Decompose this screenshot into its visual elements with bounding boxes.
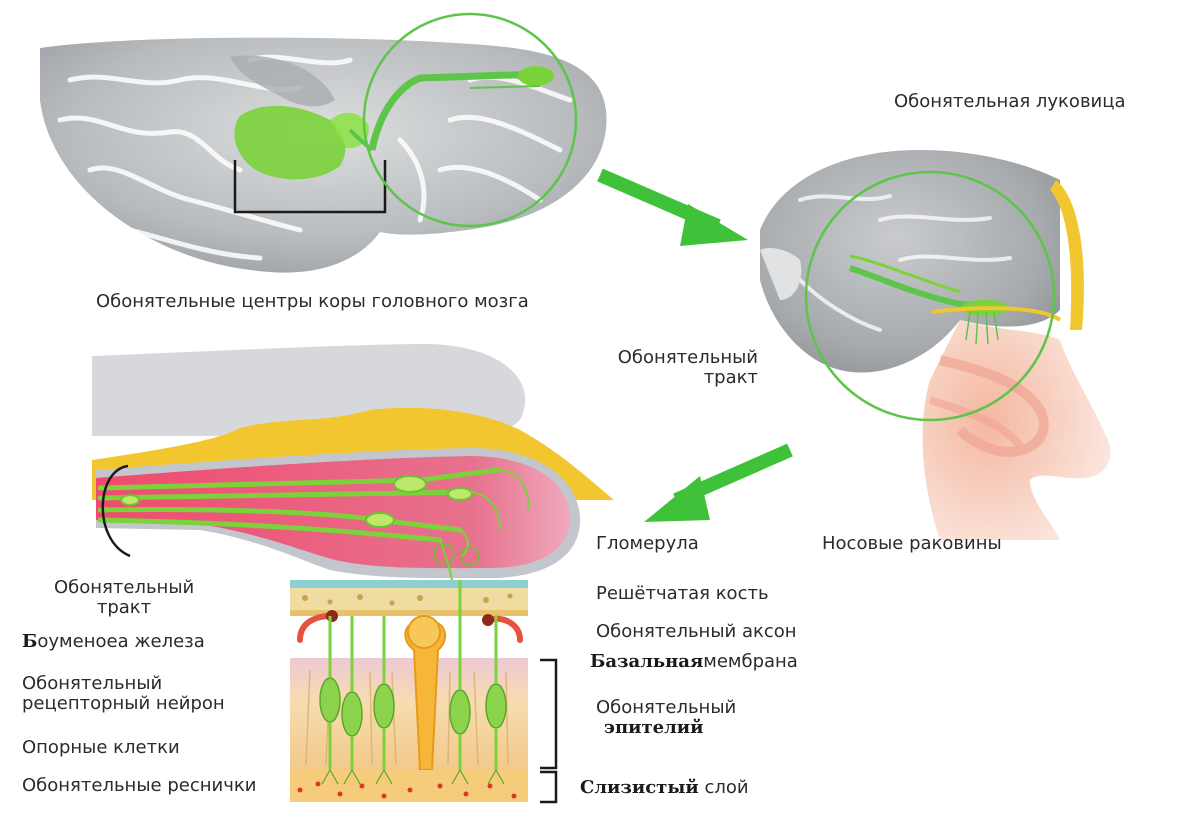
label-olfactory-bulb: Обонятельная луковица [894, 91, 1126, 112]
label-olfactory-tract-bottom-line2: тракт [96, 597, 152, 618]
label-receptor-neuron-line1: Обонятельный [22, 673, 163, 694]
label-mucus-layer-bold: Слизистый [580, 777, 699, 798]
label-bowman-gland-rest: оуменоеа железа [37, 631, 205, 652]
label-glomerulus: Гломерула [596, 533, 699, 554]
label-olfactory-axon: Обонятельный аксон [596, 621, 797, 642]
flow-arrow-head [680, 204, 748, 246]
label-olfactory-tract-bottom: Обонятельный тракт [54, 578, 194, 618]
label-olfactory-tract-top-line2: тракт [703, 367, 758, 388]
label-olfactory-tract-bottom-line1: Обонятельный [54, 577, 195, 598]
label-olfactory-tract-top: Обонятельный тракт [610, 348, 758, 388]
label-supporting-cells: Опорные клетки [22, 737, 180, 758]
label-mucus-layer: Слизистый слой [580, 778, 749, 798]
label-cribriform-plate: Решётчатая кость [596, 583, 769, 604]
head-section-illustration [760, 150, 1111, 540]
label-bowman-gland: Боуменоеа железа [22, 632, 205, 652]
olfactory-bulb-detail [92, 344, 614, 804]
label-basal-membrane: Базальнаямембрана [590, 652, 798, 672]
brain-cortex-illustration [40, 12, 607, 273]
label-nasal-conchae: Носовые раковины [822, 533, 1002, 554]
label-receptor-neuron: Обонятельный рецепторный нейрон [22, 674, 225, 714]
label-bowman-gland-first: Б [22, 631, 38, 652]
label-cortex-centers: Обонятельные центры коры головного мозга [96, 291, 529, 312]
label-olfactory-epithelium-line1: Обонятельный [596, 697, 737, 718]
label-mucus-layer-rest: слой [704, 777, 749, 798]
label-olfactory-cilia: Обонятельные реснички [22, 775, 257, 796]
label-receptor-neuron-line2: рецепторный нейрон [22, 693, 225, 714]
label-olfactory-epithelium-line2: эпителий [604, 717, 704, 738]
flow-arrow-head [644, 476, 710, 522]
label-olfactory-epithelium: Обонятельный эпителий [596, 698, 736, 738]
label-basal-membrane-bold: Базальная [590, 651, 704, 672]
label-basal-membrane-rest: мембрана [703, 651, 798, 672]
label-olfactory-tract-top-line1: Обонятельный [617, 347, 758, 368]
